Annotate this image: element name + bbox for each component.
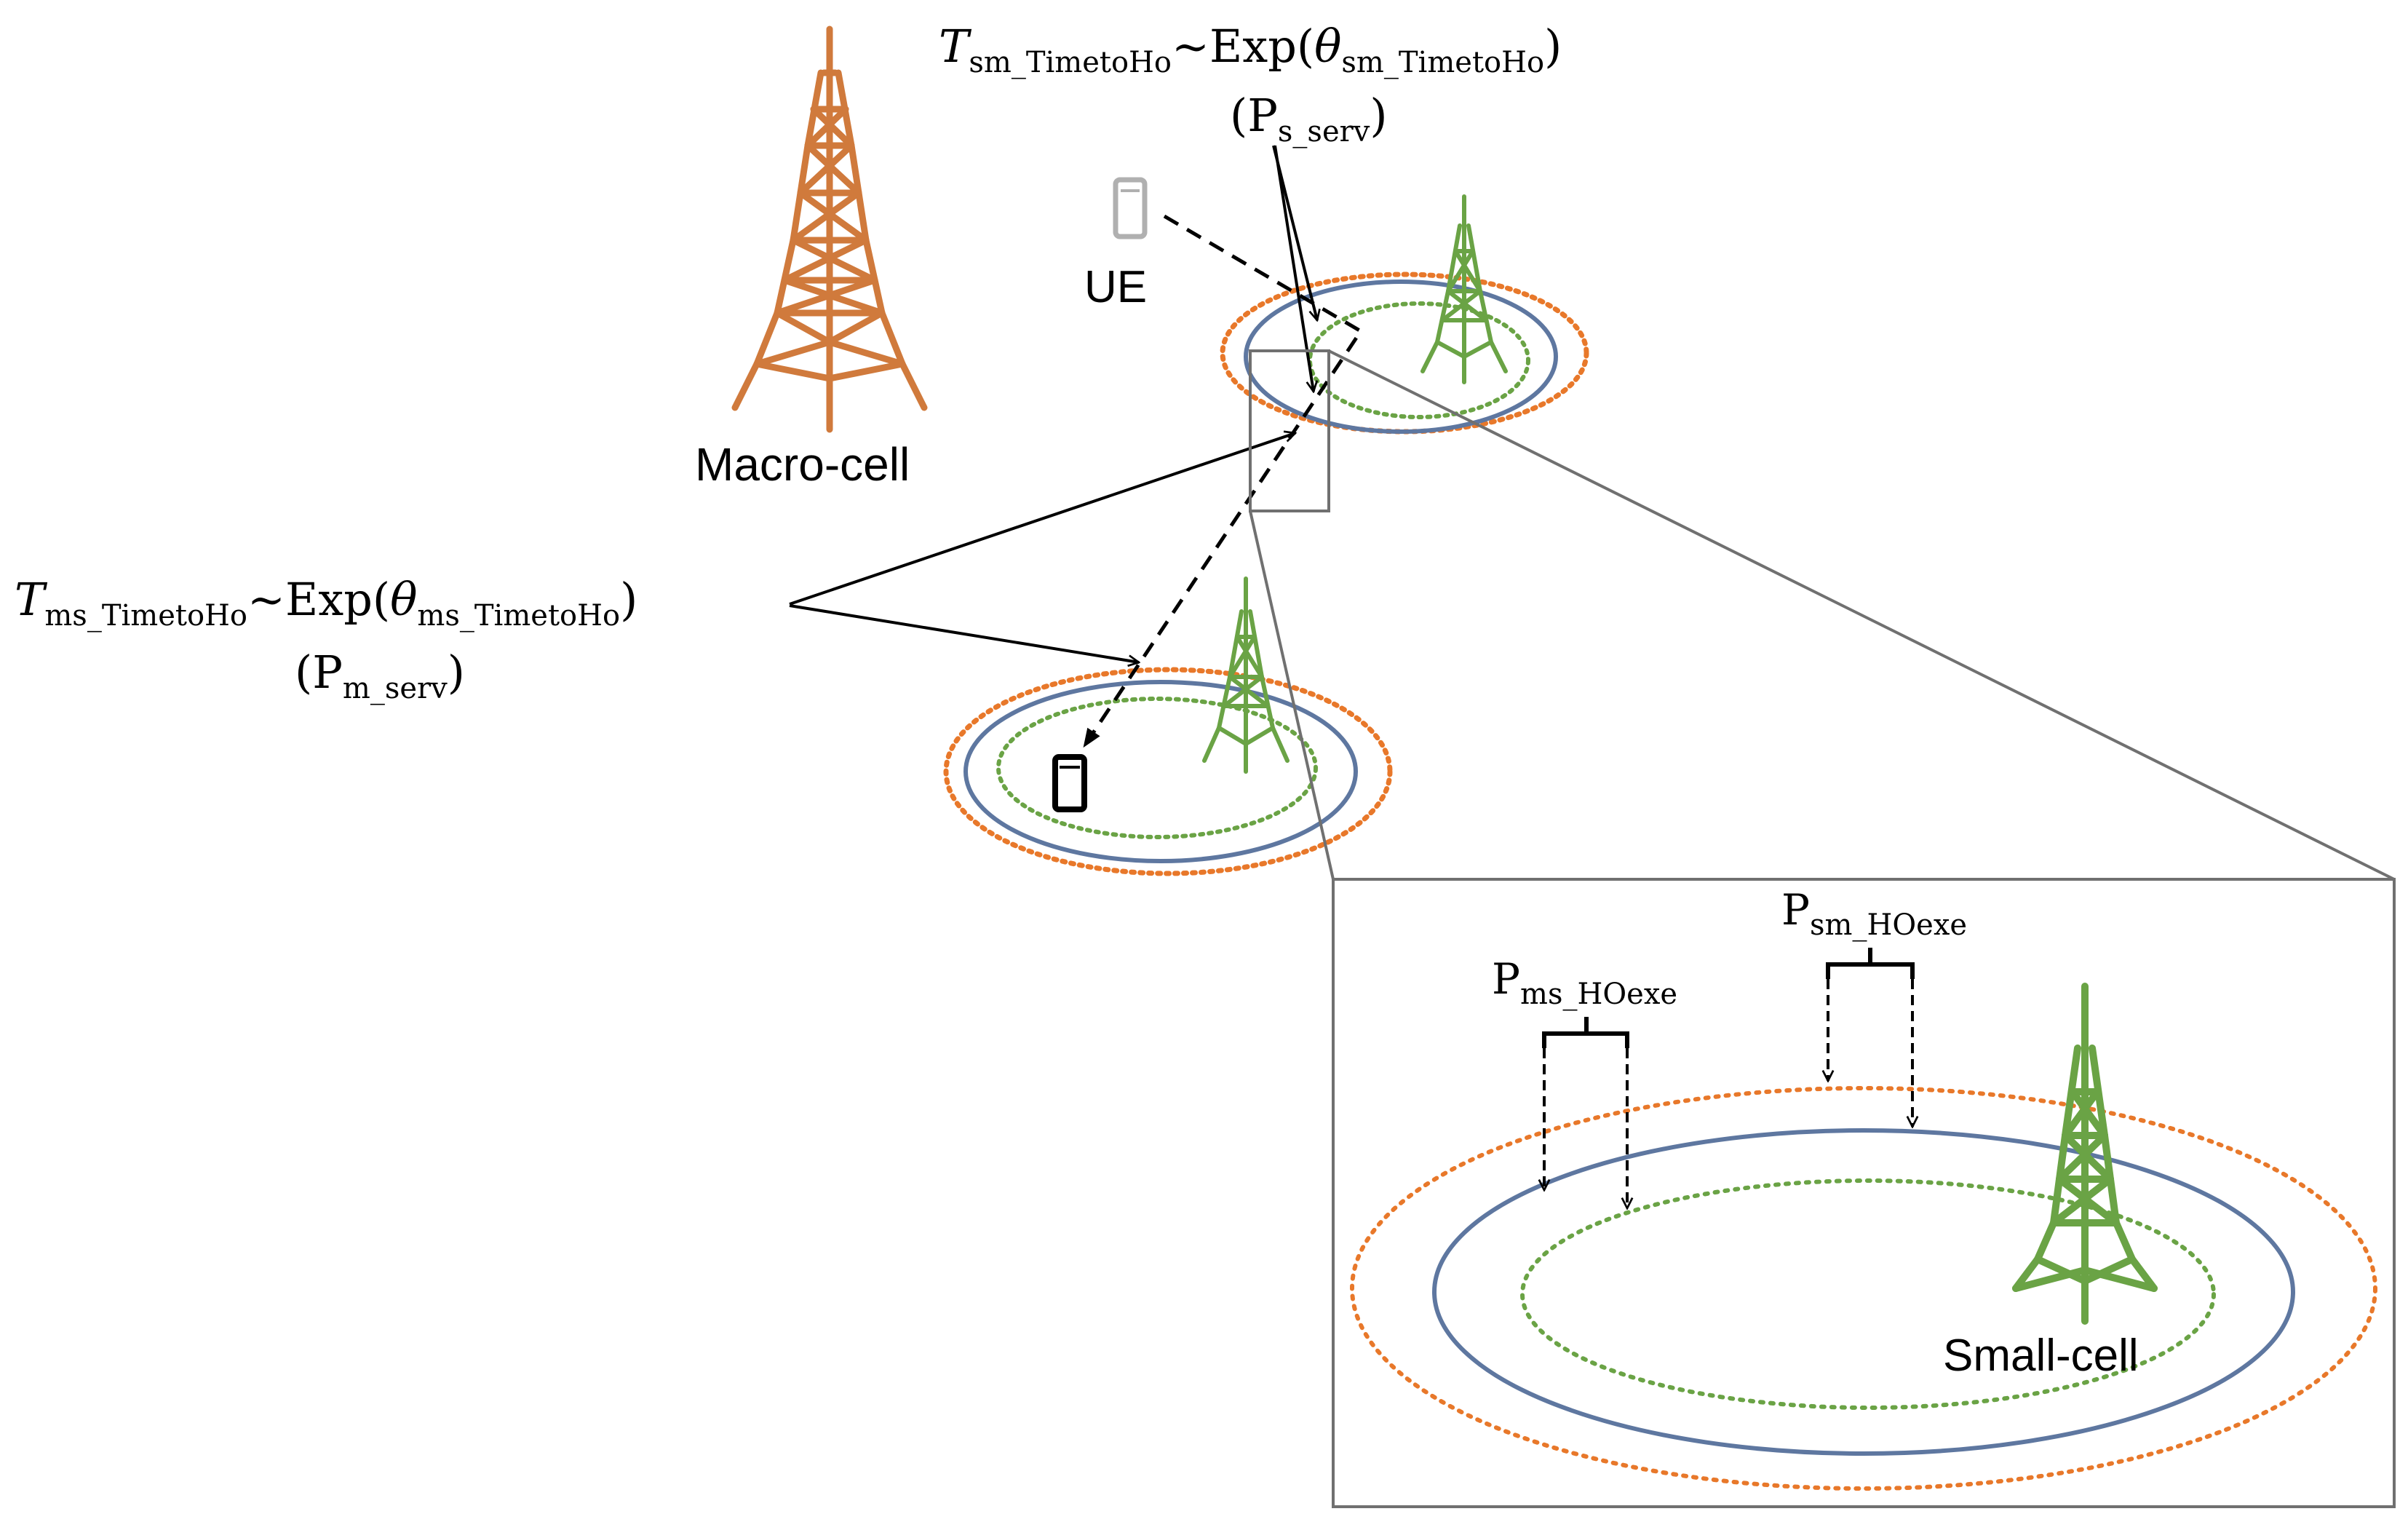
macro-cell-label: Macro-cell — [695, 438, 910, 491]
formula-ms-serving-power: (Pm_serv) — [295, 646, 465, 705]
macro-tower-icon — [731, 25, 928, 433]
ue-phone-active-icon — [1052, 754, 1087, 812]
small-cell-tower-icon — [1420, 194, 1508, 384]
bracket-ms-hoexe — [1542, 1017, 1629, 1048]
arrow-ms-1 — [789, 433, 1295, 606]
formula-sm-serving-power: (Ps_serv) — [1230, 89, 1388, 148]
zoom-panel — [1332, 878, 2396, 1508]
small-cell-top — [1220, 271, 1589, 435]
formula-ms-time-to-ho: Tms_TimetoHo~Exp(θms_TimetoHo) — [15, 573, 637, 633]
arrow-sm-2 — [1273, 145, 1314, 392]
zoom-connector-top — [1328, 349, 2395, 881]
label-ms-hoexe: Pms_HOexe — [1492, 954, 1677, 1011]
zoom-connector-bottom — [1249, 510, 1335, 880]
bracket-sm-hoexe — [1826, 948, 1915, 979]
ue-phone-icon — [1113, 177, 1148, 239]
small-cell-tower-icon — [1202, 576, 1290, 774]
ue-label: UE — [1084, 262, 1147, 312]
small-cell-label: Small-cell — [1943, 1331, 2139, 1381]
zoomed-small-cell — [1350, 1086, 2377, 1491]
small-cell-bottom — [943, 667, 1393, 876]
small-cell-tower-icon — [2012, 983, 2158, 1325]
ue-trajectory — [1082, 214, 1364, 748]
formula-sm-time-to-ho: Tsm_TimetoHo~Exp(θsm_TimetoHo) — [939, 20, 1562, 79]
arrow-ms-2 — [789, 604, 1139, 662]
label-sm-hoexe: Psm_HOexe — [1781, 885, 1967, 942]
zoom-source-box — [1249, 349, 1330, 512]
